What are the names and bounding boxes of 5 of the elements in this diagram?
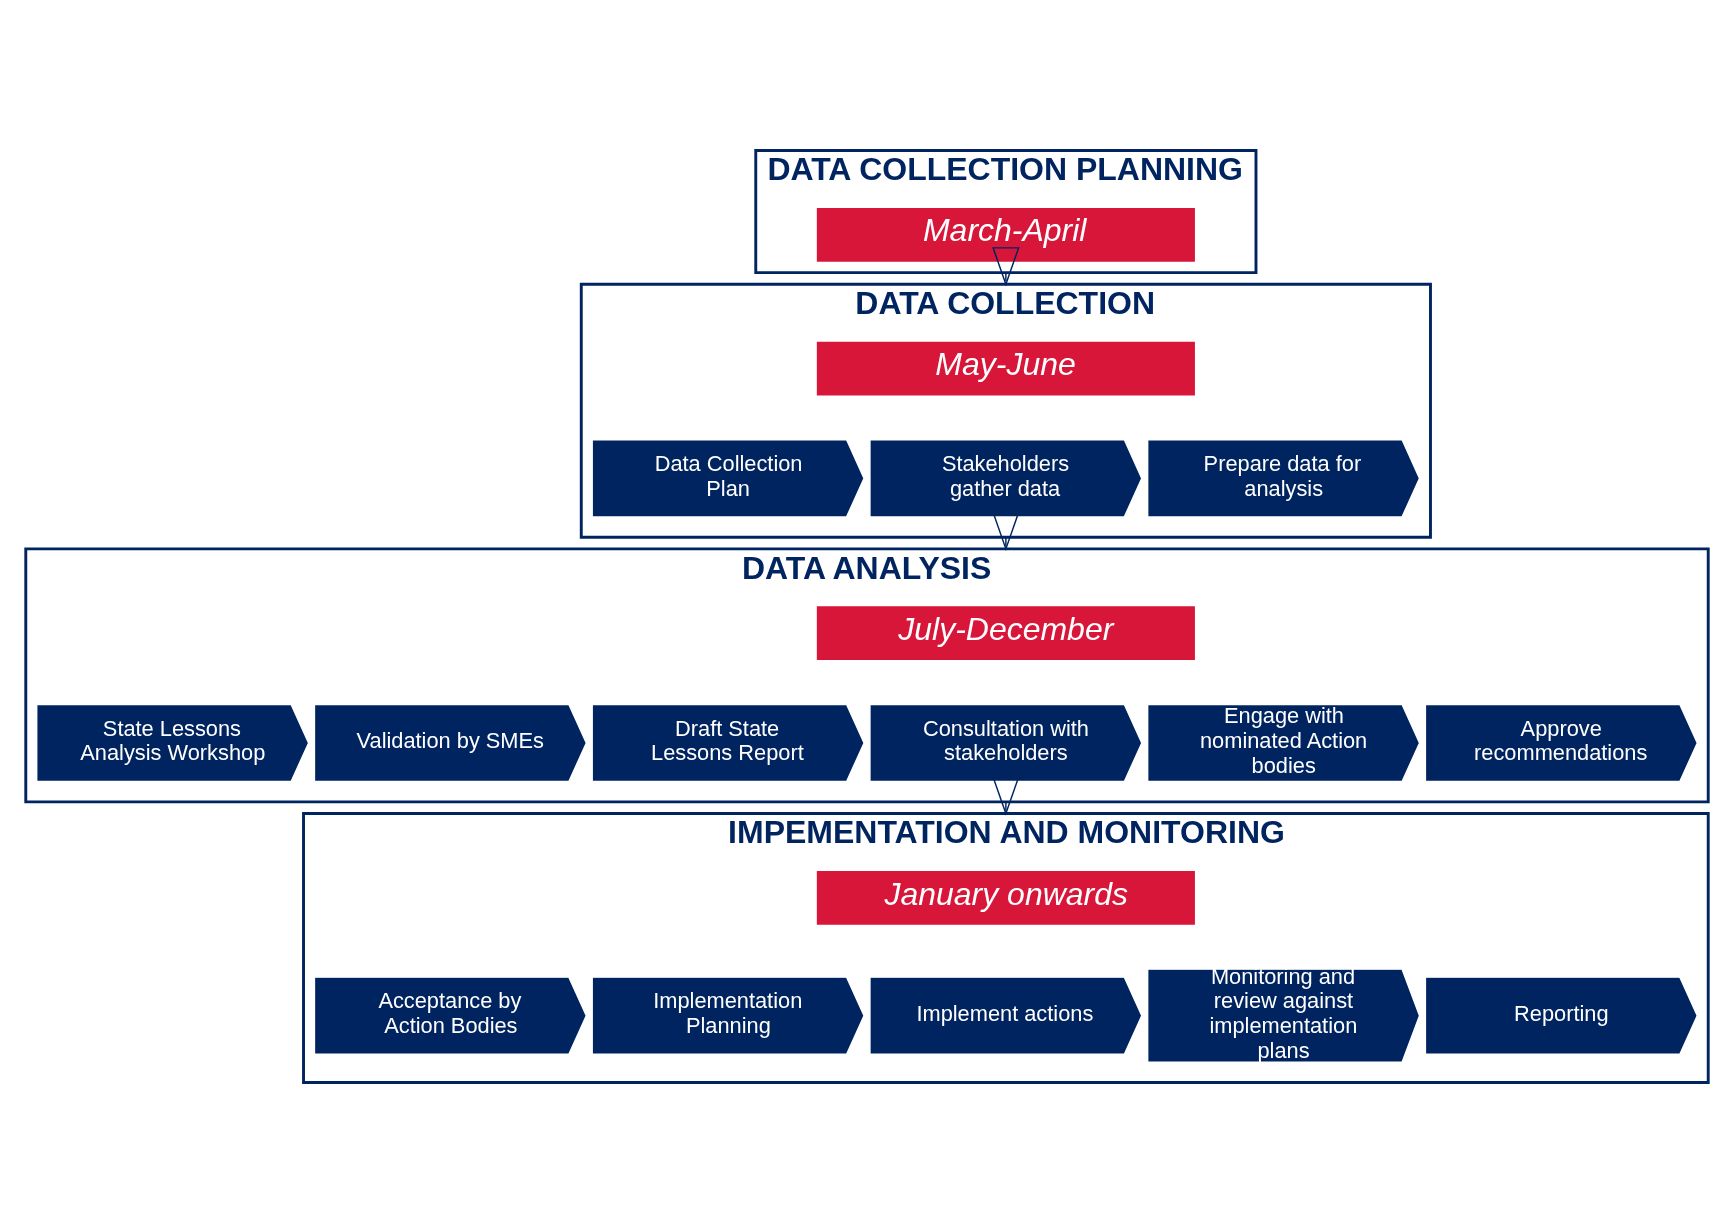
- node-box: January onwards: [816, 870, 1195, 925]
- node-box: May-June: [816, 341, 1195, 395]
- arrow: [992, 246, 1020, 286]
- node-box: July-December: [816, 605, 1195, 660]
- node-box: March-April: [816, 207, 1195, 262]
